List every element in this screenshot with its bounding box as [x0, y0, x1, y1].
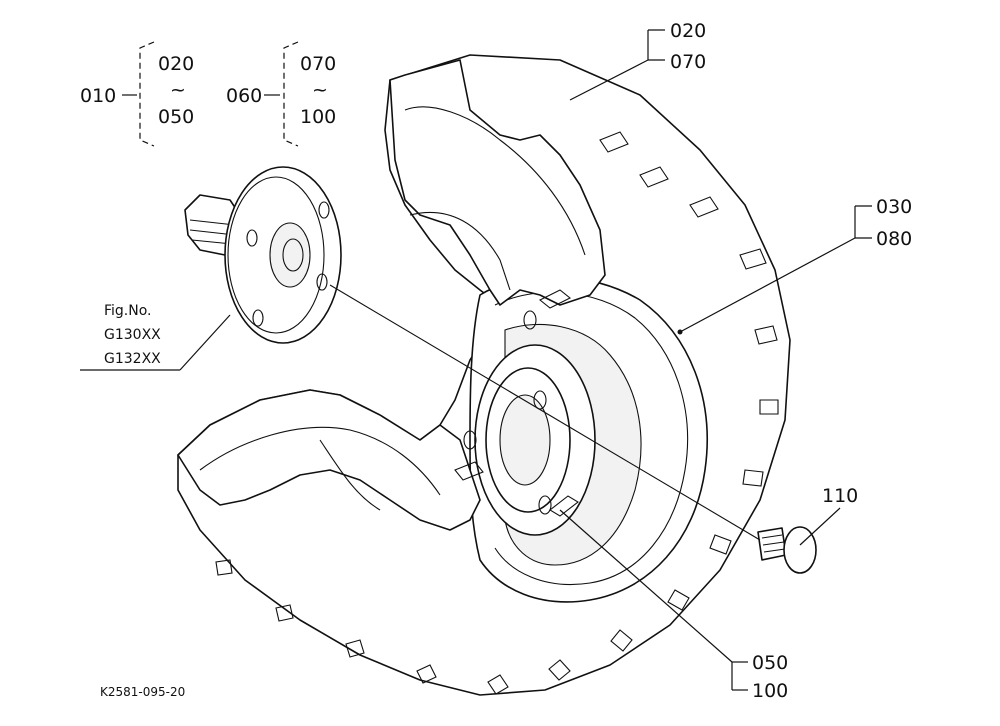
label-110: 110 [822, 485, 858, 507]
lug-bolt-drawing [757, 526, 817, 574]
label-tilde-1: ~ [170, 79, 186, 101]
figure-number-g130: G130XX [104, 327, 161, 343]
label-100: 100 [752, 680, 788, 702]
label-020: 020 [670, 20, 706, 42]
label-070-range-start: 070 [300, 53, 336, 75]
label-100-range-end: 100 [300, 106, 336, 128]
label-050-range-end: 050 [158, 106, 194, 128]
leader-lines [80, 29, 872, 691]
figure-number-g132: G132XX [104, 351, 161, 367]
label-080: 080 [876, 228, 912, 250]
label-050: 050 [752, 652, 788, 674]
label-060: 060 [226, 85, 262, 107]
label-070: 070 [670, 51, 706, 73]
reference-code: K2581-095-20 [100, 685, 185, 699]
figure-number-heading: Fig.No. [104, 303, 152, 319]
label-010: 010 [80, 85, 116, 107]
label-030: 030 [876, 196, 912, 218]
label-tilde-2: ~ [312, 79, 328, 101]
flange-hub-drawing [184, 166, 342, 344]
label-020-range-start: 020 [158, 53, 194, 75]
tire-drawing [177, 54, 791, 696]
